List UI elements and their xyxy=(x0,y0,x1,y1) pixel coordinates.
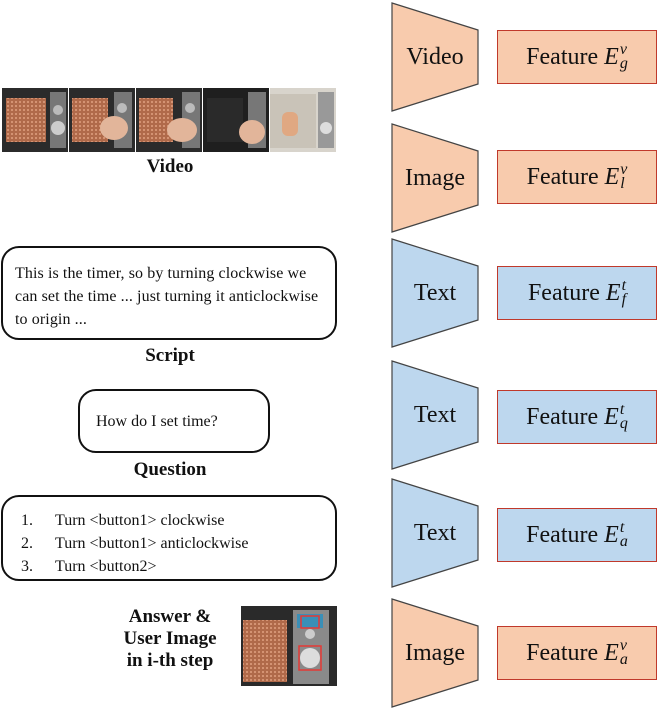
question-caption: Question xyxy=(133,459,207,480)
encoder-label: Video xyxy=(406,43,464,70)
feature-subscript: f xyxy=(621,291,627,308)
feature-symbol: E xyxy=(604,43,619,70)
feature-label: Feature xyxy=(526,163,599,190)
feature-label: Feature xyxy=(526,403,599,430)
question-text: How do I set time? xyxy=(96,412,218,430)
answer-step-text: Turn <button2> xyxy=(55,558,157,575)
feature-subscript: a xyxy=(619,533,628,550)
microwave-video-frame-icon xyxy=(2,88,336,152)
user-image xyxy=(241,606,337,686)
answer-box: 1. Turn <button1> clockwise 2. Turn <but… xyxy=(1,495,337,581)
encoder-text: Text xyxy=(390,478,480,588)
feature-label: Feature xyxy=(527,279,600,306)
answer-step-text: Turn <button1> anticlockwise xyxy=(55,535,249,552)
encoder-video: Video xyxy=(390,2,480,112)
feature-superscript: t xyxy=(619,519,625,536)
answer-caption-line1: Answer & xyxy=(128,606,212,627)
feature-symbol: E xyxy=(604,163,620,190)
encoder-text: Text xyxy=(390,238,480,348)
feature-subscript: a xyxy=(619,651,628,668)
question-box: How do I set time? xyxy=(78,389,270,453)
encoder-label: Text xyxy=(413,401,457,428)
encoder-label: Image xyxy=(405,164,465,191)
feature-superscript: v xyxy=(619,41,627,58)
microwave-user-image-icon xyxy=(241,606,337,686)
feature-symbol: E xyxy=(604,403,619,430)
encoder-label: Text xyxy=(413,279,457,306)
encoder-label: Text xyxy=(413,519,457,546)
answer-caption-line2: User Image xyxy=(123,628,217,649)
answer-step-text: Turn <button1> clockwise xyxy=(55,512,225,529)
video-caption: Video xyxy=(146,156,194,177)
feature-label: Feature xyxy=(526,639,599,666)
script-caption: Script xyxy=(145,345,195,366)
answer-caption-line3: in i-th step xyxy=(126,650,214,671)
list-item: 2. Turn <button1> anticlockwise xyxy=(21,532,335,555)
answer-step-num: 1. xyxy=(21,512,33,529)
feature-superscript: v xyxy=(619,637,627,654)
video-frames-strip xyxy=(2,88,336,152)
encoder-image: Image xyxy=(390,123,480,233)
script-text: This is the timer, so by turning clockwi… xyxy=(15,265,319,328)
encoder-text: Text xyxy=(390,360,480,470)
answer-step-num: 2. xyxy=(21,535,33,552)
feature-subscript: q xyxy=(619,415,628,432)
encoder-image: Image xyxy=(390,598,480,708)
list-item: 1. Turn <button1> clockwise xyxy=(21,509,335,532)
feature-label: Feature xyxy=(526,43,599,70)
feature-superscript: t xyxy=(619,401,625,418)
list-item: 3. Turn <button2> xyxy=(21,555,335,578)
feature-subscript: l xyxy=(620,175,625,192)
encoder-label: Image xyxy=(405,639,465,666)
feature-symbol: E xyxy=(605,279,621,306)
feature-superscript: t xyxy=(621,277,627,294)
answer-step-num: 3. xyxy=(21,558,33,575)
feature-subscript: g xyxy=(619,55,628,72)
feature-symbol: E xyxy=(604,521,619,548)
answer-steps: 1. Turn <button1> clockwise 2. Turn <but… xyxy=(21,509,335,578)
answer-caption: Answer & User Image in i-th step xyxy=(100,606,240,672)
feature-label: Feature xyxy=(526,521,599,548)
feature-symbol: E xyxy=(604,639,619,666)
feature-superscript: v xyxy=(620,161,628,178)
script-box: This is the timer, so by turning clockwi… xyxy=(1,246,337,340)
